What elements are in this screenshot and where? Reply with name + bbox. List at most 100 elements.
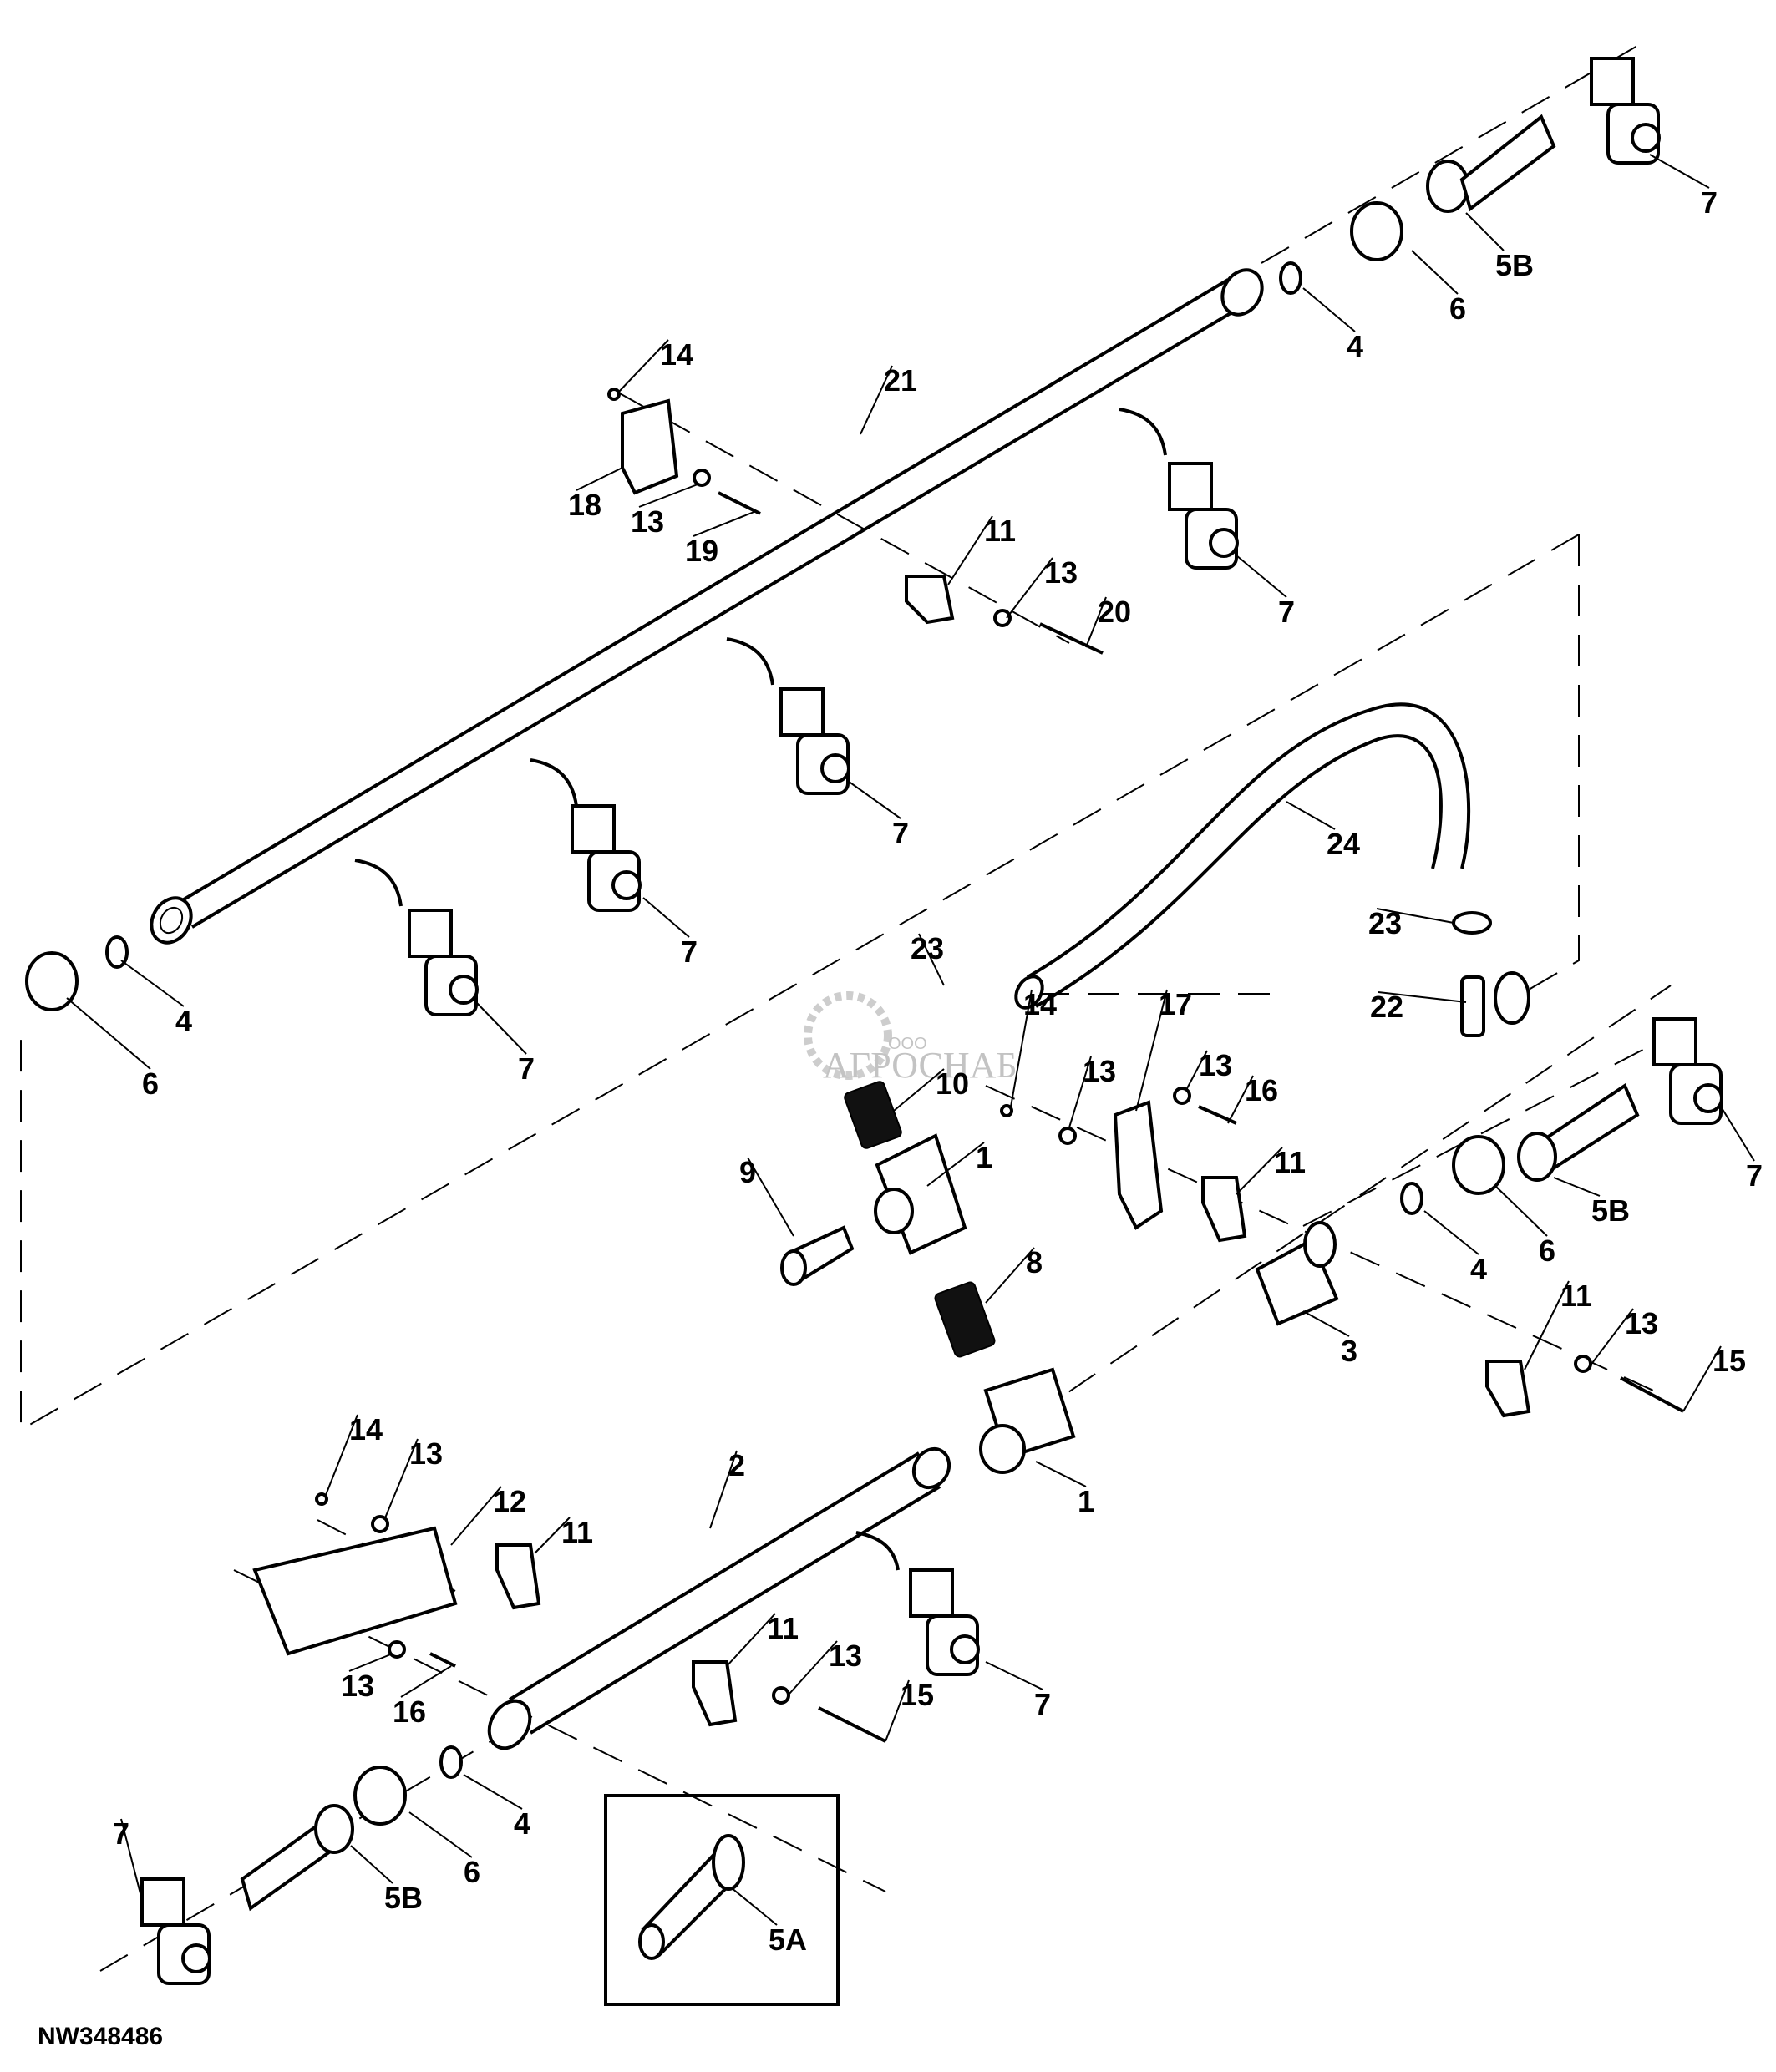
leader-line (693, 510, 757, 537)
callout-label-18: 18 (568, 488, 601, 522)
callout-label-1: 1 (1078, 1484, 1094, 1518)
callout-label-13: 13 (1199, 1048, 1232, 1082)
bolt-15-right (1620, 1376, 1684, 1413)
washer-13 (772, 1686, 790, 1705)
callout-label-7: 7 (892, 816, 909, 850)
leader-line (885, 1679, 910, 1742)
leader-line (400, 1665, 452, 1698)
nozzle-body-7 (1168, 462, 1239, 570)
callout-label-10: 10 (936, 1066, 969, 1101)
callout-label-13: 13 (1083, 1054, 1116, 1088)
leader-lines (66, 154, 1755, 1926)
callout-label-13: 13 (631, 504, 664, 539)
callout-label-19: 19 (685, 534, 718, 568)
adapter-3 (1255, 1221, 1339, 1326)
leader-line (1423, 1210, 1479, 1255)
hose-barb-9 (780, 1225, 855, 1286)
leader-line (1236, 555, 1287, 598)
tube-5b (1517, 1132, 1557, 1182)
callout-label-6: 6 (142, 1066, 159, 1101)
callout-label-4: 4 (175, 1004, 192, 1038)
leader-line (918, 933, 945, 986)
bolt-15-lower (818, 1706, 886, 1743)
guide-line-tee (1027, 985, 1672, 1421)
callout-label-15: 15 (901, 1678, 934, 1712)
leader-line (450, 1486, 502, 1546)
washer-13 (371, 1515, 389, 1533)
callout-label-5b: 5B (384, 1881, 423, 1915)
tee-fitting-upper (874, 1133, 967, 1255)
gasket-4 (1279, 261, 1302, 295)
callout-label-7: 7 (1746, 1158, 1763, 1193)
leader-line (348, 1653, 393, 1672)
leader-line (1302, 1310, 1350, 1337)
hose-24 (1014, 702, 1471, 1010)
arrow-icon (530, 758, 578, 807)
leader-line (1553, 1177, 1601, 1197)
washer-13 (1058, 1127, 1077, 1145)
pipe-2 (487, 1446, 951, 1750)
nozzle-body-7 (571, 804, 642, 912)
nozzle-body-7 (909, 1568, 980, 1676)
leader-line (1286, 801, 1336, 830)
bracket-17 (1113, 1100, 1164, 1230)
nozzle-body-7 (408, 909, 479, 1016)
leader-line (1586, 1308, 1634, 1370)
guide-line-mid-right (1302, 1043, 1655, 1227)
bolt-16-lower (429, 1652, 456, 1668)
callout-label-24: 24 (1327, 827, 1360, 861)
callout-label-15: 15 (1713, 1344, 1746, 1378)
leader-line (893, 1068, 945, 1112)
nipple-8 (934, 1281, 996, 1358)
bracket-18 (621, 398, 679, 495)
leader-line (1682, 1345, 1722, 1412)
leader-line (1085, 596, 1107, 648)
tube-5b (314, 1804, 354, 1854)
callout-label-20: 20 (1098, 595, 1131, 629)
leader-line (789, 1640, 838, 1695)
callout-label-7: 7 (518, 1051, 535, 1086)
guide-line-left-frame (20, 534, 1580, 1431)
leader-line (1236, 1147, 1283, 1195)
callout-label-13: 13 (829, 1639, 862, 1673)
end-fittings (25, 114, 1640, 1912)
leader-line (1524, 1280, 1570, 1370)
nozzle-body-7 (140, 1877, 211, 1985)
leader-line (66, 997, 151, 1070)
callout-label-21: 21 (884, 363, 917, 398)
callout-label-8: 8 (1026, 1245, 1043, 1279)
gasket-4 (105, 935, 129, 969)
cap-6 (25, 951, 79, 1011)
leader-line (638, 484, 698, 508)
inset-5a (604, 1794, 840, 2006)
bracket-12 (252, 1526, 458, 1656)
callout-label-7: 7 (1034, 1687, 1051, 1721)
leader-line (1068, 1056, 1092, 1128)
callout-label-11: 11 (1560, 1279, 1592, 1313)
nozzle-body-7 (779, 687, 850, 795)
leader-line (642, 897, 690, 938)
nut-14 (1000, 1104, 1013, 1117)
callout-label-7: 7 (1278, 595, 1295, 629)
callout-label-14: 14 (349, 1412, 383, 1446)
callout-label-7: 7 (1701, 185, 1718, 220)
callout-label-6: 6 (1449, 291, 1466, 326)
washer-13 (1574, 1355, 1592, 1373)
leader-line (947, 515, 993, 585)
leader-line (1035, 1461, 1087, 1487)
pipe-21 (150, 268, 1264, 945)
callout-label-13: 13 (1625, 1306, 1658, 1340)
tee-fitting-lower (979, 1367, 1076, 1474)
leader-line (463, 1774, 523, 1810)
nut-14 (315, 1492, 328, 1506)
leader-line (1649, 154, 1710, 189)
fasteners (315, 388, 1684, 1743)
callout-label-17: 17 (1159, 987, 1192, 1021)
callout-label-11: 11 (561, 1515, 593, 1549)
watermark-prefix: ООО (888, 1035, 927, 1053)
callout-label-4: 4 (514, 1806, 530, 1841)
leader-line (475, 1001, 527, 1055)
callout-label-16: 16 (1245, 1073, 1278, 1107)
leader-line (617, 339, 669, 393)
